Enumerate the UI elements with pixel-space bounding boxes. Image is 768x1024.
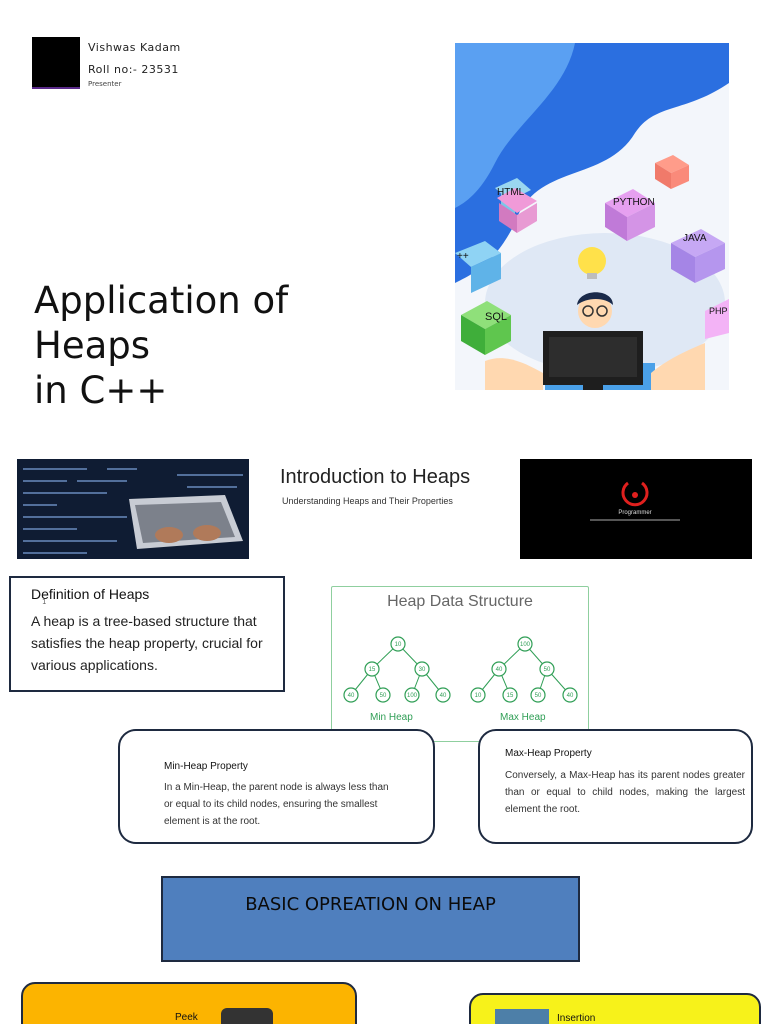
max-heap-property-card: Max-Heap Property Conversely, a Max-Heap… [478,729,753,844]
presenter-role: Presenter [88,80,122,88]
min-heap-property-title: Min-Heap Property [164,761,248,772]
intro-subtitle: Understanding Heaps and Their Properties [282,496,453,506]
max-heap-node: 15 [507,693,514,699]
min-heap-label: Min Heap [370,712,413,723]
heap-data-structure-diagram: 10 15 30 40 50 100 40 100 40 50 10 15 50… [331,586,589,742]
illustration-label-python: PYTHON [613,197,655,208]
presentation-title: Application of Heaps in C++ [34,278,288,413]
definition-box [9,576,285,692]
illustration-label-cpp: ++ [457,251,469,262]
max-heap-node: 50 [535,693,542,699]
max-heap-label: Max Heap [500,712,546,723]
max-heap-node: 10 [475,693,482,699]
insertion-card: Insertion [469,993,761,1024]
definition-title: Definition of Heaps [31,586,150,602]
definition-marker: 1 [42,598,47,606]
heap-diagram-title: Heap Data Structure [387,593,533,610]
title-line-3: in C++ [34,369,168,412]
min-heap-node: 100 [407,693,418,699]
illustration-label-html: HTML [497,187,525,198]
peek-card: Peek [21,982,357,1024]
max-heap-node: 40 [567,693,574,699]
min-heap-node: 10 [395,642,402,648]
title-line-1: Application of [34,279,289,322]
illustration-label-php: PHP [709,306,728,316]
min-heap-node: 30 [419,667,426,673]
max-heap-node: 40 [496,667,503,673]
min-heap-node: 50 [380,693,387,699]
illustration-label-sql: SQL [485,311,507,323]
definition-body: A heap is a tree-based structure that sa… [31,613,263,673]
roll-number: Roll no:- 23531 [88,63,179,76]
programmer-video-thumbnail [520,459,752,559]
max-heap-node: 50 [544,667,551,673]
basic-operations-banner: BASIC OPREATION ON HEAP [161,876,580,962]
title-line-2: Heaps [34,324,151,367]
programmer-tagline [590,519,680,521]
programmer-label: Programmer [618,510,652,516]
basic-operations-title: BASIC OPREATION ON HEAP [245,894,496,915]
peek-image [221,1008,273,1024]
coding-photo [17,459,249,559]
programmer-logo-icon [618,479,652,509]
min-heap-node: 40 [440,693,447,699]
max-heap-property-title: Max-Heap Property [505,748,592,759]
presenter-avatar [32,37,80,89]
intro-title: Introduction to Heaps [280,466,471,488]
programming-illustration: HTML PYTHON JAVA ++ SQL PHP [455,43,729,390]
illustration-label-java: JAVA [683,233,707,244]
max-heap-property-body: Conversely, a Max-Heap has its parent no… [505,770,745,815]
min-heap-node: 15 [369,667,376,673]
min-heap-property-body: In a Min-Heap, the parent node is always… [164,782,389,827]
presenter-name: Vishwas Kadam [88,41,181,54]
peek-label: Peek [175,1012,198,1023]
max-heap-node: 100 [520,642,531,648]
min-heap-property-card: Min-Heap Property In a Min-Heap, the par… [118,729,435,844]
min-heap-node: 40 [348,693,355,699]
insertion-image [495,1009,549,1024]
insertion-label: Insertion [557,1013,596,1024]
